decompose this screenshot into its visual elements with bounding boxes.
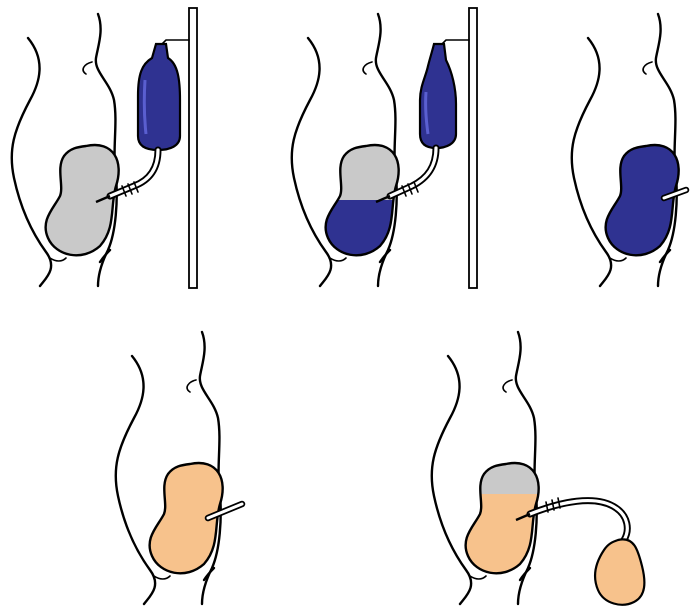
- drain-bag: [595, 539, 644, 604]
- panel-3-cavity-full-dialysate: [572, 14, 686, 286]
- panel-2-inflow-in-progress: [292, 8, 477, 288]
- panel-4-cavity-effluent-dwell: [116, 332, 242, 604]
- peritoneal-cavity: [606, 145, 679, 255]
- peritoneal-cavity: [450, 463, 550, 584]
- dialysate-bag-partly-drained: [420, 44, 456, 148]
- panel-5-outflow-to-drain-bag: [432, 332, 645, 605]
- peritoneal-cavity: [46, 145, 119, 255]
- dialysate-bag-full: [138, 44, 180, 150]
- panel-1-empty-cavity-full-bag: [12, 8, 197, 288]
